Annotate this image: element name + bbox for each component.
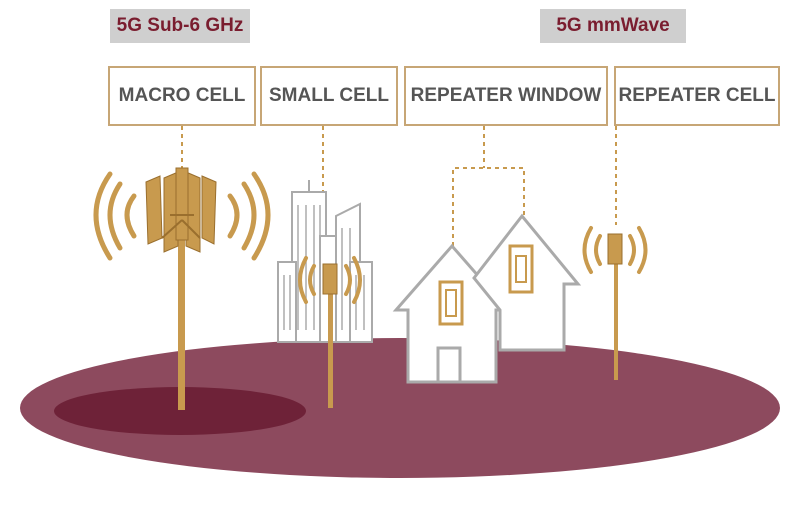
small-cell-tower-icon — [298, 256, 362, 408]
macro-signal-waves — [93, 171, 271, 261]
ground-plane — [20, 338, 780, 478]
macro-cell-tower-icon — [93, 167, 271, 410]
connector-lines — [181, 126, 617, 270]
band-label-sub6: 5G Sub-6 GHz — [110, 9, 250, 43]
cell-label-repeater-window: REPEATER WINDOW — [404, 66, 608, 126]
cell-label-macro: MACRO CELL — [108, 66, 256, 126]
repeater-cell-tower-icon — [582, 226, 648, 380]
cell-label-repeater-cell: REPEATER CELL — [614, 66, 780, 126]
band-label-mmwave: 5G mmWave — [540, 9, 686, 43]
coverage-shadow — [54, 387, 306, 435]
city-buildings — [277, 180, 373, 343]
cell-label-small: SMALL CELL — [260, 66, 398, 126]
repeater-window-devices — [438, 244, 534, 326]
